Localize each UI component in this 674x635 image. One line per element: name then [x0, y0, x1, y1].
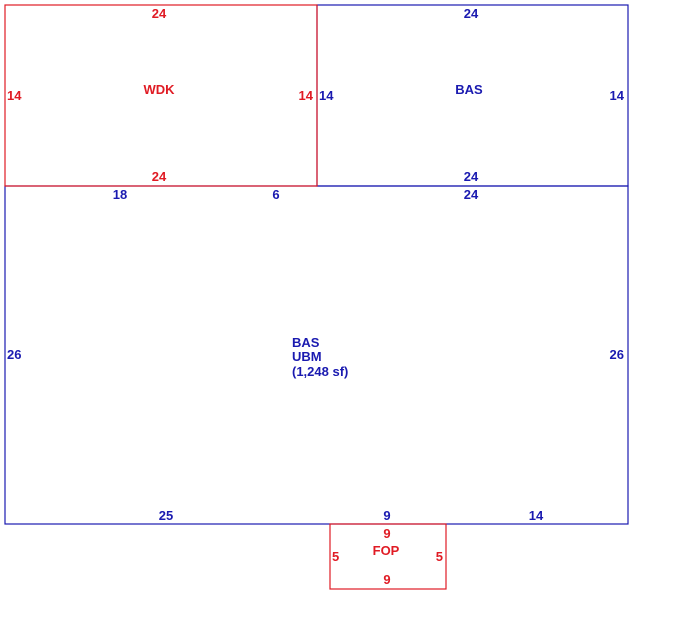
- bas-main-label-line1: BAS: [292, 335, 320, 350]
- bas-upper-dim-left: 14: [319, 88, 334, 103]
- wdk-dim-right: 14: [299, 88, 314, 103]
- wdk-dim-left: 14: [7, 88, 22, 103]
- bas-upper-dim-top: 24: [464, 6, 479, 21]
- bas-main-area[interactable]: BAS UBM (1,248 sf) 18 6 24 26 26 25 9 14: [4, 185, 629, 525]
- wdk-outline: [4, 4, 318, 187]
- bas-main-dim-top-mid: 6: [272, 187, 279, 202]
- bas-main-dim-bottom-right: 14: [529, 508, 544, 523]
- fop-area[interactable]: FOP 9 9 5 5: [329, 523, 447, 590]
- bas-main-dim-top-right: 24: [464, 187, 479, 202]
- fop-label: FOP: [373, 543, 400, 558]
- bas-upper-dim-right: 14: [610, 88, 625, 103]
- bas-main-dim-bottom-left: 25: [159, 508, 173, 523]
- fop-dim-right: 5: [436, 549, 443, 564]
- bas-upper-label: BAS: [455, 82, 483, 97]
- bas-upper-dim-bottom: 24: [464, 169, 479, 184]
- wdk-dim-bottom: 24: [152, 169, 167, 184]
- wdk-dim-top: 24: [152, 6, 167, 21]
- bas-main-dim-right: 26: [610, 347, 624, 362]
- fop-outline: [329, 523, 447, 590]
- wdk-label: WDK: [143, 82, 175, 97]
- fop-dim-bottom: 9: [383, 572, 390, 587]
- bas-main-dim-top-left: 18: [113, 187, 127, 202]
- bas-main-label-line2: UBM: [292, 349, 322, 364]
- bas-upper-area[interactable]: BAS 24 24 14 14: [316, 4, 629, 187]
- bas-main-label-area: (1,248 sf): [292, 364, 348, 379]
- bas-main-dim-left: 26: [7, 347, 21, 362]
- fop-dim-top: 9: [383, 526, 390, 541]
- wdk-area[interactable]: WDK 24 24 14 14: [4, 4, 318, 187]
- bas-main-dim-bottom-mid: 9: [383, 508, 390, 523]
- fop-dim-left: 5: [332, 549, 339, 564]
